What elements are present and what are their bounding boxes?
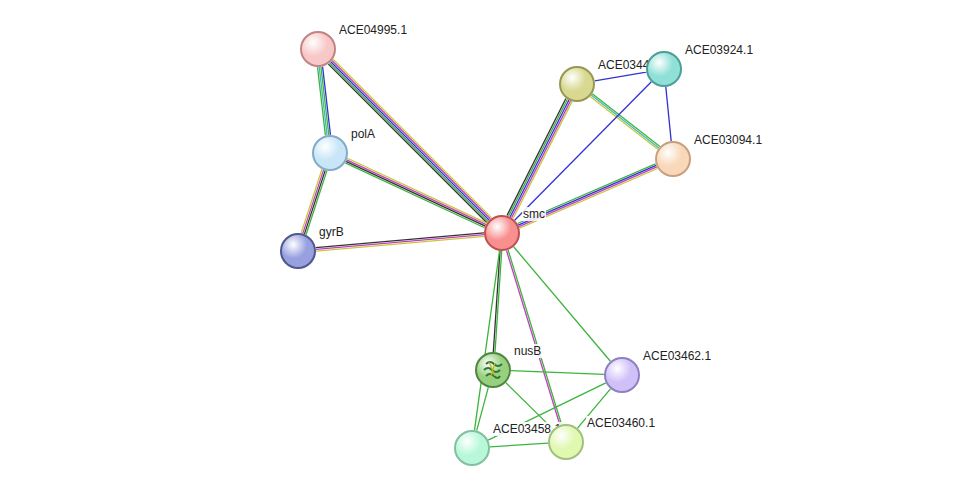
evidence-line (518, 164, 656, 224)
interaction-edge (518, 164, 658, 228)
evidence-line (321, 67, 329, 135)
evidence-line (346, 161, 485, 226)
node-label: polA (350, 127, 376, 141)
evidence-line (477, 387, 489, 430)
interaction-edge (666, 87, 671, 141)
evidence-line (511, 371, 604, 375)
interaction-edge (590, 94, 660, 150)
node-label: ACE03924.1 (684, 43, 754, 57)
interaction-edge (514, 247, 611, 362)
protein-node: smc (484, 215, 520, 251)
protein-node: ACE03924.1 (646, 51, 682, 87)
interaction-edge (511, 371, 604, 375)
evidence-line (510, 100, 569, 217)
evidence-line (474, 251, 499, 430)
protein-node: ACE03094.1 (655, 141, 691, 177)
interaction-edge (345, 158, 487, 227)
protein-node: ACE03462.1 (604, 357, 640, 393)
evidence-line (506, 250, 559, 425)
evidence-line (508, 250, 561, 425)
evidence-line (347, 158, 486, 223)
protein-node: ACE0344 (559, 66, 595, 102)
interaction-edge (488, 383, 606, 440)
structure-icon (477, 354, 508, 385)
node-label: ACE03094.1 (693, 133, 763, 147)
protein-node: ACE03458.1 (454, 430, 490, 466)
evidence-line (490, 443, 548, 447)
interaction-edge (328, 59, 491, 222)
evidence-line (330, 63, 489, 222)
node-label: ACE03462.1 (642, 349, 712, 363)
evidence-line (488, 383, 606, 440)
node-label: nusB (513, 344, 542, 358)
node-label: smc (522, 207, 546, 221)
evidence-line (519, 167, 657, 227)
evidence-line (666, 87, 671, 141)
interaction-edge (318, 67, 331, 136)
evidence-line (595, 72, 647, 81)
evidence-line (318, 67, 326, 135)
interaction-edge (477, 387, 489, 430)
evidence-line (591, 95, 659, 148)
node-label: ACE03460.1 (586, 416, 656, 430)
evidence-line (301, 169, 322, 233)
protein-node: polA (312, 135, 348, 171)
evidence-line (590, 96, 658, 149)
evidence-line (514, 247, 611, 362)
evidence-line (345, 163, 484, 228)
protein-node: gyrB (280, 233, 316, 269)
evidence-line (319, 67, 327, 135)
evidence-line (493, 251, 500, 352)
protein-node: ACE03460.1 (548, 424, 584, 460)
evidence-line (520, 168, 658, 228)
evidence-line (592, 94, 660, 147)
interaction-edge (506, 250, 561, 425)
protein-node: nusB (475, 352, 511, 388)
evidence-line (518, 165, 656, 225)
evidence-line (328, 64, 487, 223)
evidence-line (332, 61, 491, 220)
evidence-line (347, 160, 486, 225)
node-label: ACE04995.1 (338, 23, 408, 37)
protein-node: ACE04995.1 (300, 31, 336, 67)
evidence-line (513, 102, 572, 219)
interaction-edge (507, 99, 572, 219)
interaction-edge (474, 251, 499, 430)
interaction-edge (490, 443, 548, 447)
interaction-edge (595, 72, 647, 81)
evidence-line (331, 62, 490, 221)
node-label: gyrB (318, 225, 345, 239)
node-label: ACE0344 (597, 58, 650, 72)
evidence-line (509, 99, 568, 216)
evidence-line (512, 101, 571, 218)
